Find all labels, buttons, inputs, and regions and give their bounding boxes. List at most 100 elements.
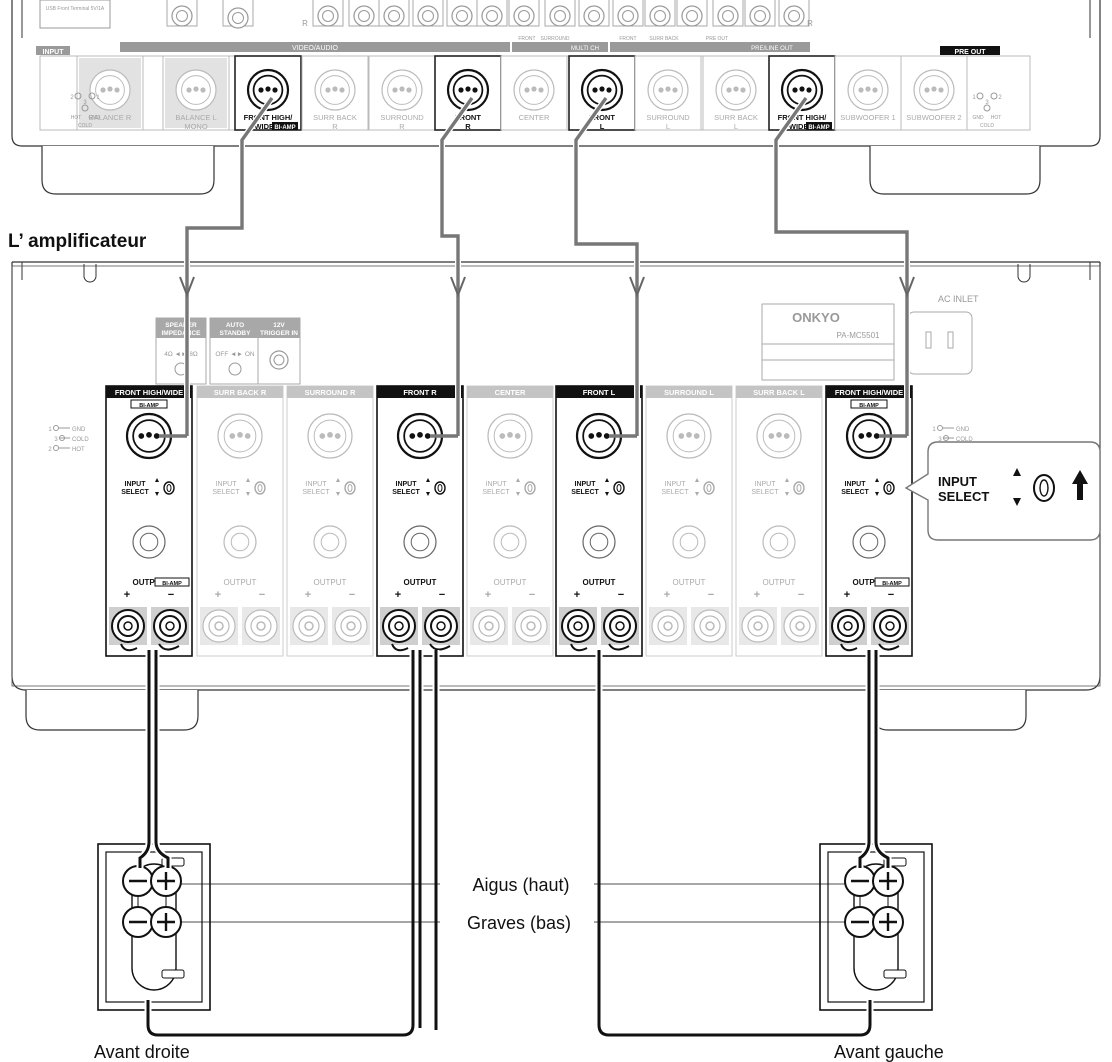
input-select-label: SELECT <box>482 489 510 496</box>
pre-line-out-strip <box>610 42 810 52</box>
xlr-pin <box>924 87 930 93</box>
binding-post <box>422 607 460 645</box>
channel-header <box>826 386 912 398</box>
minus-sign: − <box>618 589 624 601</box>
speaker-wire <box>138 650 151 868</box>
pin-name: GND <box>956 427 970 433</box>
input-select-label: INPUT <box>665 481 687 488</box>
model-number: PA-MC5501 <box>837 331 881 340</box>
pin <box>74 92 82 100</box>
speaker-wire <box>874 650 890 868</box>
ac-pin <box>947 331 954 349</box>
speaker-front-right <box>97 843 211 1011</box>
pre-line-out-label: PRE/LINE OUT <box>751 46 793 52</box>
channel-name: FRONT L <box>583 388 616 397</box>
xlr-pin <box>409 433 416 439</box>
ac-inlet-label: AC INLET <box>938 294 979 304</box>
xlr-pin <box>858 433 865 439</box>
xlr-input <box>487 413 533 459</box>
rca-inner <box>686 10 698 22</box>
input-select-label: SELECT <box>121 489 149 496</box>
rca-jack <box>481 5 503 27</box>
plus-sign: + <box>754 589 760 601</box>
channel-name: FRONT R <box>403 388 437 397</box>
xlr-pin <box>783 433 790 439</box>
xlr-pin <box>596 432 602 438</box>
xlr-pin <box>100 87 106 93</box>
input-select-label: SELECT <box>841 489 869 496</box>
post-core <box>705 621 715 631</box>
binding-post <box>601 607 639 645</box>
surr-back-small-label: SURR BACK <box>649 36 679 42</box>
xlr-pin <box>272 87 278 93</box>
preamp-chassis <box>11 0 1101 147</box>
xlr-cables <box>159 96 915 438</box>
xlr-pin <box>472 87 478 93</box>
xlr-input <box>666 413 712 459</box>
rca-jack <box>649 5 671 27</box>
rca-jack <box>513 5 535 27</box>
binding-post <box>512 607 550 645</box>
speaker-front-left <box>819 843 933 1011</box>
callout-switch-inner <box>1039 479 1049 497</box>
select-switch-inner <box>527 484 533 492</box>
select-switch-inner <box>706 484 712 492</box>
xlr-pin <box>866 432 872 438</box>
jack-label-top: FRONT HIGH/ <box>244 113 294 122</box>
xlr-pin <box>514 433 521 439</box>
callout-box <box>904 441 1101 541</box>
xlr-pin <box>603 433 610 439</box>
xlr-input <box>396 412 444 460</box>
post-core <box>256 621 266 631</box>
bi-amp-badge <box>272 122 298 130</box>
bi-amp-badge-text: BI-AMP <box>882 581 902 587</box>
output-label: OUTPUT <box>494 578 527 587</box>
xlr-connector <box>580 68 624 112</box>
binding-post <box>151 607 189 645</box>
bi-amp-badge <box>874 577 910 587</box>
rca-inner <box>554 10 566 22</box>
rca-jack <box>451 5 473 27</box>
input-select-label: SELECT <box>212 489 240 496</box>
jack-label-bottom: L <box>600 122 605 131</box>
select-arrows-icon <box>785 478 789 496</box>
xlr-pin <box>872 87 878 93</box>
pin-num: 3 <box>938 437 942 443</box>
speaker-wire <box>154 650 170 868</box>
rca-inner <box>769 532 789 552</box>
post-core <box>663 621 673 631</box>
input-select-label: INPUT <box>845 481 867 488</box>
channel-name: SURROUND R <box>305 388 356 397</box>
xlr-pin <box>424 433 431 439</box>
cable-arrow-icon <box>179 276 195 298</box>
rca-jack <box>783 5 805 27</box>
rca-inner <box>622 10 634 22</box>
cable-arrow-icon <box>450 276 466 298</box>
rca-jack <box>493 525 527 559</box>
jack-label-bottom: R <box>399 122 405 131</box>
xlr-pin <box>806 87 812 93</box>
amplifier-foot-left <box>25 690 199 731</box>
xlr-connector <box>780 68 824 112</box>
rca-inner <box>754 10 766 22</box>
binding-post <box>470 607 508 645</box>
r-mark: R <box>302 19 308 28</box>
switch-title: STANDBY <box>220 330 252 337</box>
minus-sign: − <box>439 589 445 601</box>
xlr-pin <box>858 87 864 93</box>
xlr-connector <box>314 69 356 111</box>
jack-label-bottom: L <box>734 122 738 131</box>
rca-inner <box>320 532 340 552</box>
jack-label-bottom: WIDE L <box>789 122 816 131</box>
xlr-pin <box>799 86 805 92</box>
terminal-link <box>137 896 167 907</box>
pin-name: GND <box>88 115 100 121</box>
select-arrows-icon <box>426 478 430 496</box>
select-switch-inner <box>257 484 263 492</box>
